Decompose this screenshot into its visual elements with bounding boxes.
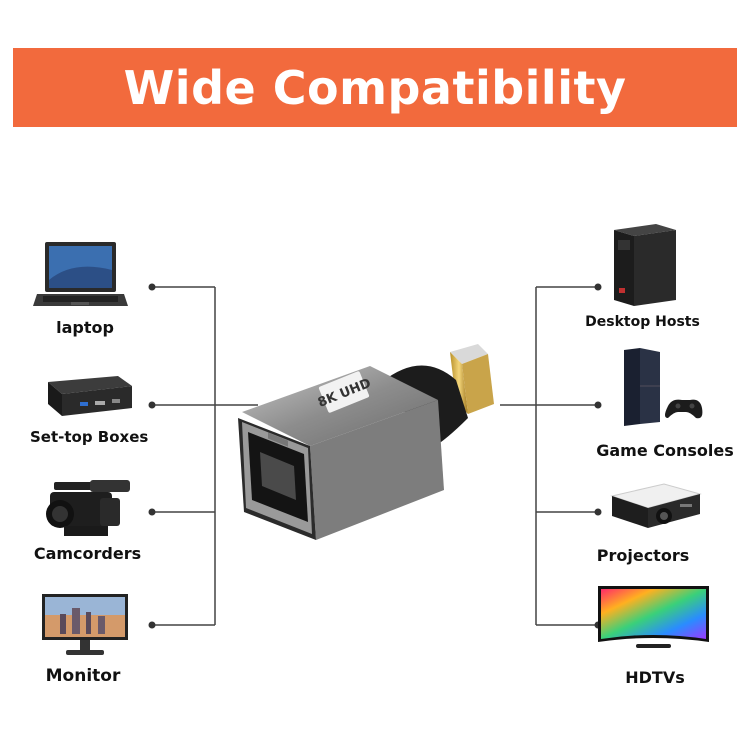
title-banner: Wide Compatibility bbox=[13, 48, 737, 127]
projector-icon bbox=[610, 483, 702, 528]
label-camcorders: Camcorders bbox=[33, 544, 142, 563]
monitor-icon bbox=[42, 594, 128, 655]
adapter-product: 8K UHD bbox=[238, 344, 494, 540]
label-hdtvs: HDTVs bbox=[625, 668, 685, 687]
camcorder-icon bbox=[46, 480, 130, 536]
desktop-tower-icon bbox=[614, 224, 676, 306]
label-monitor: Monitor bbox=[45, 666, 121, 686]
settop-box-icon bbox=[48, 376, 132, 416]
banner-title: Wide Compatibility bbox=[123, 60, 627, 115]
game-console-icon bbox=[624, 348, 703, 426]
label-settop: Set-top Boxes bbox=[30, 428, 149, 446]
label-laptop: laptop bbox=[56, 318, 114, 337]
label-desktop-hosts: Desktop Hosts bbox=[585, 314, 700, 330]
hdtv-icon bbox=[598, 586, 709, 648]
laptop-icon bbox=[33, 242, 128, 306]
label-projectors: Projectors bbox=[596, 546, 690, 565]
label-game-consoles: Game Consoles bbox=[596, 441, 734, 460]
